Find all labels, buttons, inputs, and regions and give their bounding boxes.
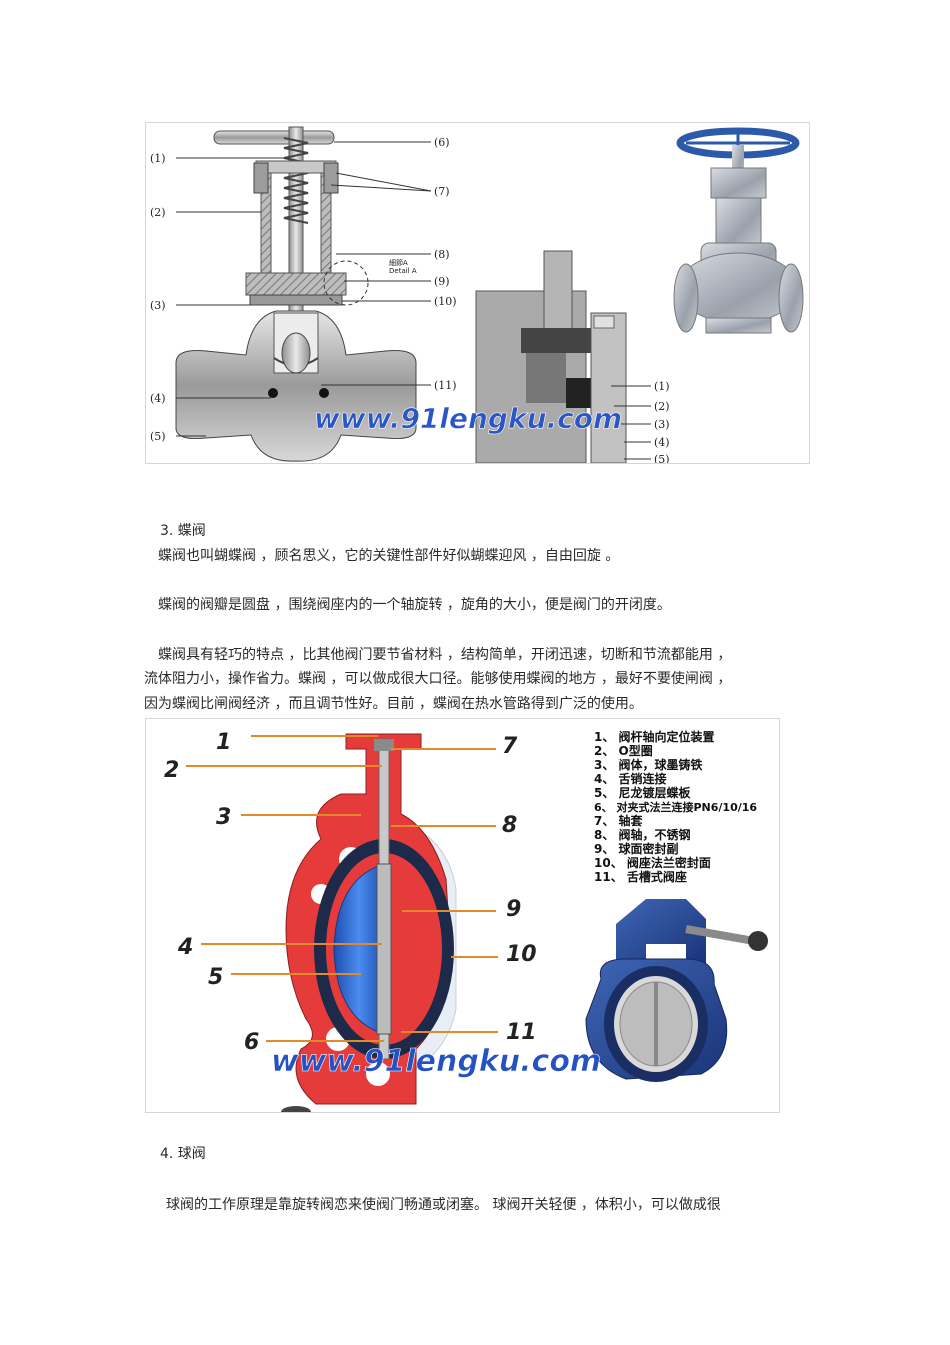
legend-item-11: 11、 舌槽式阀座	[594, 869, 687, 884]
legend-item-7: 7、 轴套	[594, 813, 644, 828]
callout-6: (6)	[434, 136, 450, 149]
detail-callout-3: (3)	[654, 418, 670, 431]
detail-callout-5: (5)	[654, 453, 670, 463]
legend-item-2: 2、 O型圈	[594, 743, 653, 758]
number-9: 9	[506, 897, 521, 922]
number-10: 10	[506, 942, 537, 967]
legend-item-10: 10、 阀座法兰密封面	[594, 855, 711, 870]
number-6: 6	[244, 1030, 259, 1055]
number-7: 7	[502, 734, 518, 759]
callout-10: (10)	[434, 295, 457, 308]
callout-5: (5)	[150, 430, 166, 443]
section3-heading: 3. 蝶阀	[160, 523, 206, 539]
butterfly-valve-cross-section-drawing: 1 2 3 4 5 6 7 8 9 10 11 1、 阀杆轴向定位装置 2、 O…	[164, 729, 768, 1112]
callout-9: (9)	[434, 275, 450, 288]
parts-legend: 1、 阀杆轴向定位装置 2、 O型圈 3、 阀体，球墨铸铁 4、 舌销连接 5、…	[594, 729, 757, 884]
legend-item-9: 9、 球面密封副	[594, 841, 679, 856]
callout-8: (8)	[434, 248, 450, 261]
number-1: 1	[216, 730, 231, 755]
number-11: 11	[506, 1020, 537, 1045]
number-5: 5	[208, 965, 223, 990]
section4-heading: 4. 球阀	[160, 1146, 206, 1162]
watermark: www.91lengku.com	[314, 402, 622, 435]
watermark: www.91lengku.com	[271, 1044, 601, 1079]
legend-item-8: 8、 阀轴，不锈钢	[594, 827, 691, 842]
legend-item-6: 6、 对夹式法兰连接PN6/10/16	[594, 800, 757, 814]
callout-2: (2)	[150, 206, 166, 219]
section3-paragraph-1: 蝶阀也叫蝴蝶阀 ，顾名思义，它的关键性部件好似蝴蝶迎风 ，自由回旋 。	[158, 548, 620, 564]
section3-paragraph-3-line-2: 流体阻力小，操作省力。蝶阀 ，可以做成很大口径。能够使用蝶阀的地方 ，最好不要使…	[144, 671, 732, 687]
detail-callout-1: (1)	[654, 380, 670, 393]
number-2: 2	[164, 758, 179, 783]
section4-paragraph-1: 球阀的工作原理是靠旋转阀恋来使阀门畅通或闭塞。 球阀开关轻便 ，体积小，可以做成…	[166, 1197, 721, 1213]
legend-item-4: 4、 舌销连接	[594, 771, 667, 786]
number-4: 4	[177, 935, 193, 960]
legend-item-1: 1、 阀杆轴向定位装置	[594, 729, 715, 744]
detail-callout-4: (4)	[654, 436, 670, 449]
butterfly-valve-photo	[585, 899, 768, 1082]
number-3: 3	[216, 805, 231, 830]
section3-paragraph-3-line-3: 因为蝶阀比闸阀经济 ，而且调节性好。目前 ，蝶阀在热水管路得到广泛的使用。	[144, 696, 643, 712]
detail-label-cn: 細節A	[389, 258, 408, 267]
callout-7: (7)	[434, 185, 450, 198]
section3-paragraph-3-line-1: 蝶阀具有轻巧的特点 ，比其他阀门要节省材料 ，结构简单，开闭迅速，切断和节流都能…	[158, 647, 732, 663]
callout-1: (1)	[150, 152, 166, 165]
callout-3: (3)	[150, 299, 166, 312]
butterfly-valve-figure: 1 2 3 4 5 6 7 8 9 10 11 1、 阀杆轴向定位装置 2、 O…	[145, 718, 780, 1113]
legend-item-3: 3、 阀体，球墨铸铁	[594, 757, 703, 772]
callout-4: (4)	[150, 392, 166, 405]
globe-valve-cross-section-drawing: (1) (2) (3) (4) (5) (6) (7) (8) (9) (10)…	[150, 126, 804, 463]
number-8: 8	[502, 813, 517, 838]
detail-callout-2: (2)	[654, 400, 670, 413]
globe-valve-photo	[673, 127, 804, 334]
legend-item-5: 5、 尼龙镀层蝶板	[594, 785, 692, 800]
detail-label-en: Detail A	[389, 267, 417, 275]
section3-paragraph-2: 蝶阀的阀瓣是圆盘 ，围绕阀座内的一个轴旋转 ，旋角的大小，便是阀门的开闭度。	[158, 597, 671, 613]
callout-11: (11)	[434, 379, 457, 392]
globe-valve-figure: (1) (2) (3) (4) (5) (6) (7) (8) (9) (10)…	[145, 122, 810, 464]
